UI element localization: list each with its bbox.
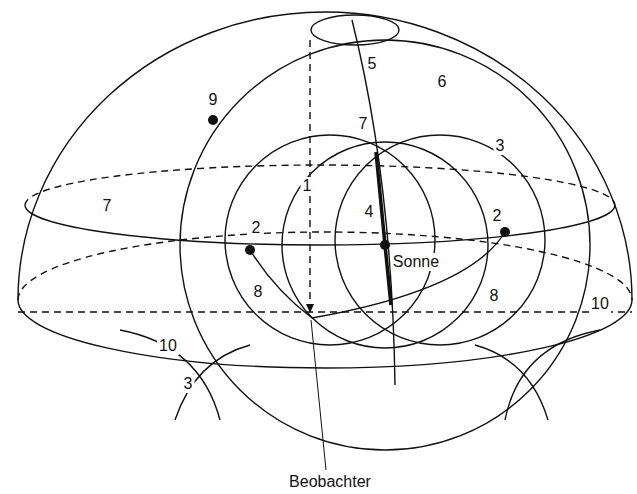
callout-number: 2 [491, 207, 504, 225]
callout-number: 5 [366, 55, 379, 73]
callout-number: 10 [157, 337, 179, 355]
callout-number: 4 [363, 203, 376, 221]
callout-number: 3 [182, 375, 195, 393]
callout-number: 10 [589, 295, 611, 313]
text-label: Beobachter [287, 473, 373, 491]
callout-number: 2 [250, 219, 263, 237]
callout-number: 1 [301, 177, 314, 195]
callout-number: 6 [436, 73, 449, 91]
callout-number: 8 [488, 287, 501, 305]
callout-number: 7 [101, 197, 114, 215]
callout-number: 9 [207, 91, 220, 109]
text-label: Sonne [391, 253, 441, 271]
callout-number: 3 [494, 137, 507, 155]
callout-number: 7 [357, 115, 370, 133]
callout-number: 8 [252, 283, 265, 301]
